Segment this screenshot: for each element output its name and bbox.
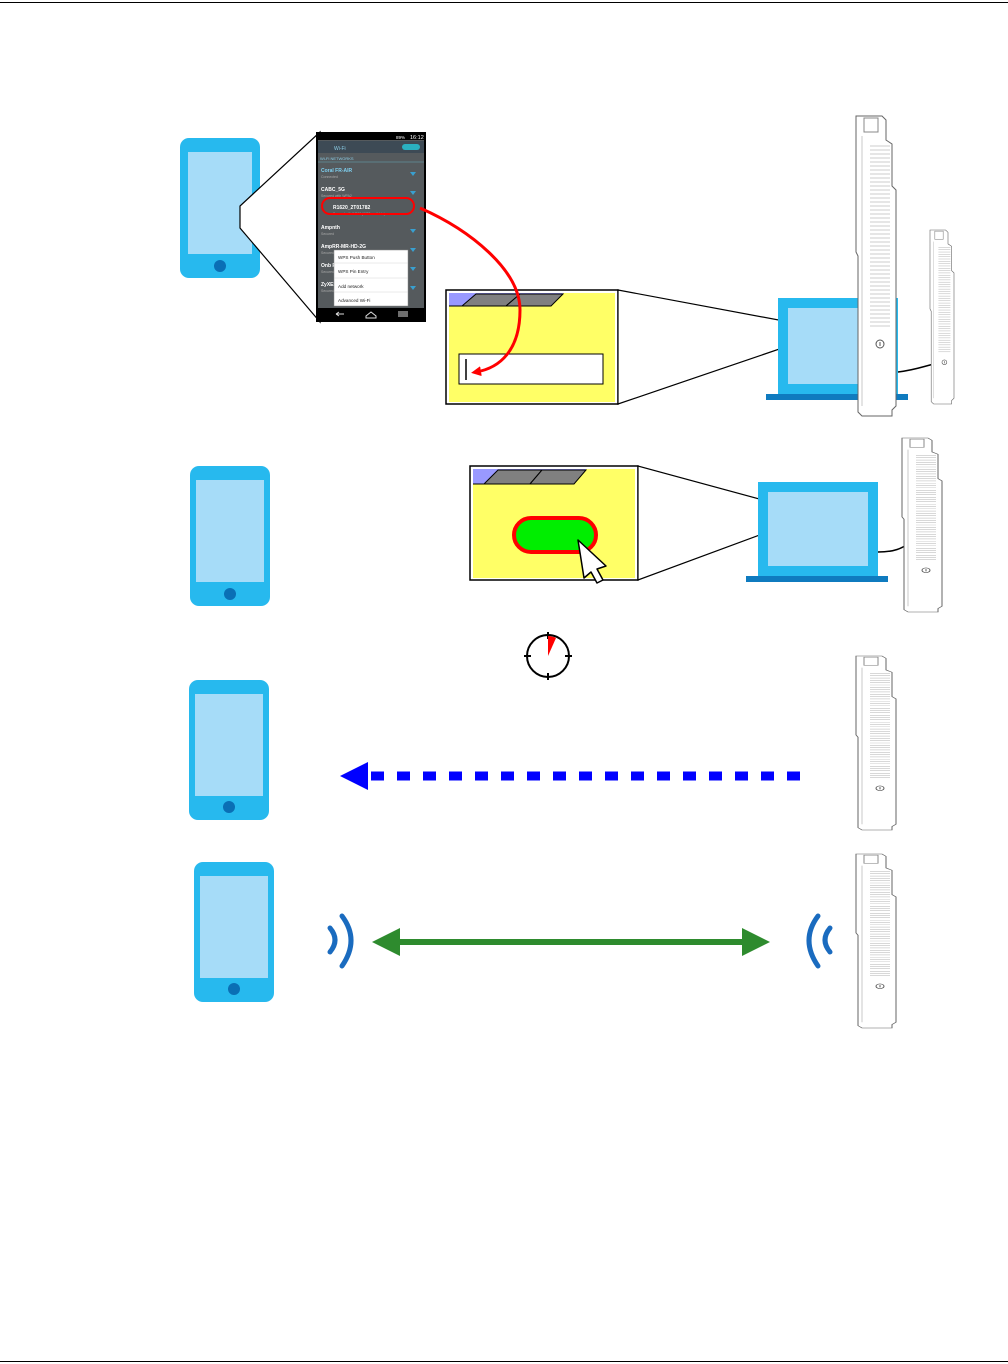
network-name[interactable]: Coral FR-AIR [321, 168, 353, 174]
access-point-icon [856, 116, 896, 416]
network-status: Connected [321, 175, 338, 179]
menu-item-wps-pin-entry[interactable]: WPS Pin Entry [338, 269, 369, 274]
access-point-icon [902, 438, 942, 612]
access-point-icon [930, 230, 954, 404]
menu-item-advanced-wifi[interactable]: Advanced Wi-Fi [338, 298, 370, 303]
ethernet-cable [898, 364, 934, 372]
menu-item-add-network[interactable]: Add network [338, 284, 364, 289]
wifi-wave-icon [809, 916, 830, 966]
network-status: Secured [321, 232, 334, 236]
network-name[interactable]: ZyXEl [321, 282, 336, 288]
push-button-dialog [470, 466, 638, 583]
network-status: Secured [321, 270, 334, 274]
wps-context-menu: WPS Push Button WPS Pin Entry Add networ… [334, 250, 408, 306]
timer-icon [524, 632, 572, 680]
pin-entry-dialog [446, 290, 618, 404]
access-point-icon [856, 656, 896, 830]
network-status: Secured [321, 251, 334, 255]
battery-level: 89% [396, 135, 405, 140]
zoom-callout-laptop-1 [618, 290, 800, 404]
wifi-wave-icon [330, 916, 351, 966]
status-time: 16:12 [410, 135, 424, 141]
pin-input-field[interactable] [459, 354, 603, 384]
access-point-icon [856, 854, 896, 1028]
smartphone-icon [189, 680, 269, 820]
network-name[interactable]: AmpRR-MR-HD-2G [321, 244, 366, 250]
network-name[interactable]: Ampnth [321, 225, 340, 231]
network-status: Secured [321, 289, 334, 293]
blue-dashed-arrow [340, 762, 800, 790]
green-bidirectional-arrow [372, 928, 770, 956]
smartphone-icon [190, 466, 270, 606]
laptop-icon [746, 482, 888, 582]
smartphone-icon [194, 862, 274, 1002]
networks-section-header: Wi-Fi NETWORKS [320, 156, 354, 161]
wifi-app-title: Wi-Fi [334, 146, 346, 152]
network-name[interactable]: CABC_5G [321, 187, 345, 193]
network-name[interactable]: Onb F [321, 263, 335, 269]
network-name[interactable]: R1620_2T01782 [333, 205, 370, 211]
phone-screenshot: Wi-Fi 16:12 89% Wi-Fi NETWORKS Coral FR-… [316, 132, 426, 322]
menu-item-wps-push-button[interactable]: WPS Push Button [338, 255, 375, 260]
